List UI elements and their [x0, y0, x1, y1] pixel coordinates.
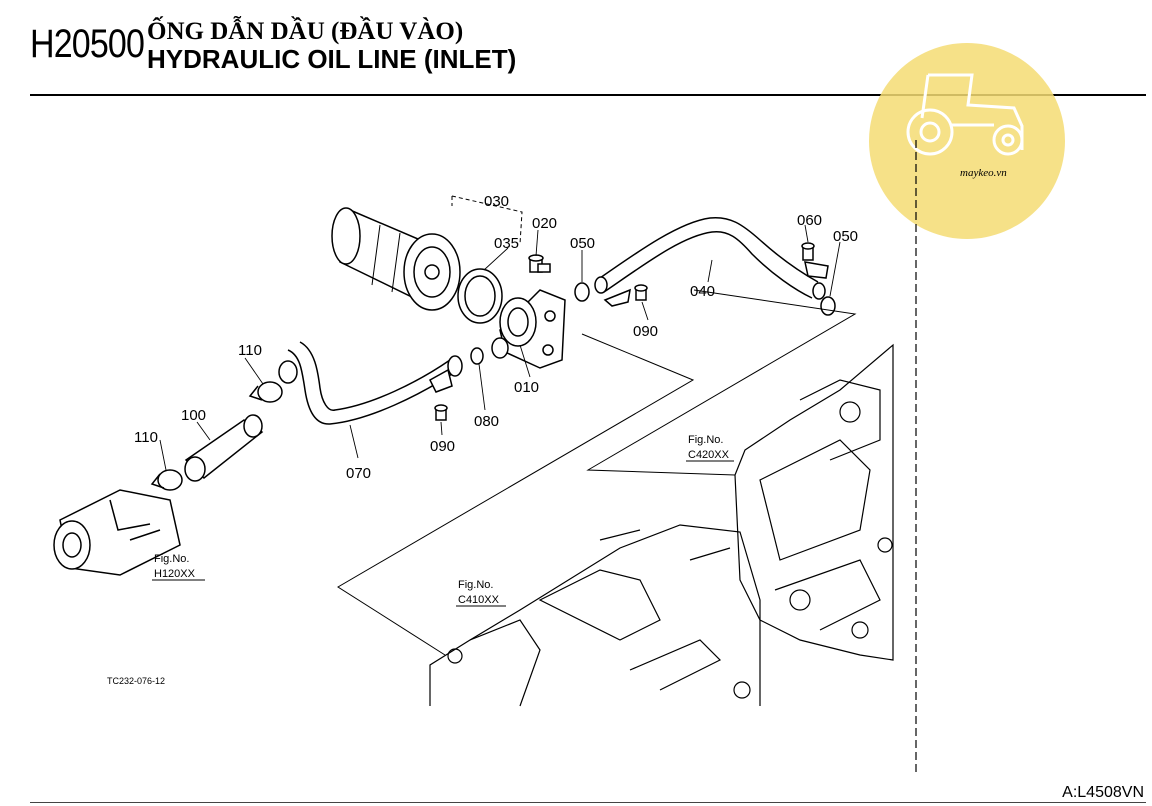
title-vietnamese: ỐNG DẪN DẦU (ĐẦU VÀO): [147, 18, 464, 45]
title-english: HYDRAULIC OIL LINE (INLET): [147, 44, 517, 74]
part-label-100: 100: [181, 407, 206, 424]
bolt-060: [801, 242, 815, 261]
transmission-case-c420: [734, 343, 894, 661]
part-label-035: 035: [494, 235, 519, 252]
logo-text: maykeo.vn: [960, 167, 1007, 179]
pipe-070: [278, 341, 463, 425]
part-label-110b: 110: [134, 429, 158, 446]
fig-ref-h120-code: H120XX: [154, 568, 196, 580]
part-label-020: 020: [532, 215, 557, 232]
o-ring-080: [470, 347, 484, 365]
bolt-020: [528, 254, 551, 273]
outline-lines: [337, 195, 857, 656]
part-label-030: 030: [484, 193, 509, 210]
o-ring-050b: [820, 296, 836, 316]
part-label-080: 080: [474, 413, 499, 430]
tractor-icon: [906, 73, 1024, 156]
fig-references: Fig.No. C420XX Fig.No. H120XX Fig.No. C4…: [152, 434, 734, 607]
drawing-number: A:L4508VN: [1062, 784, 1144, 801]
filter-head-010: [491, 289, 566, 369]
oil-filter-030: [331, 207, 461, 311]
illustration-code: TC232-076-12: [107, 676, 165, 686]
fig-ref-c420-label: Fig.No.: [688, 434, 723, 446]
fig-ref-h120-label: Fig.No.: [154, 553, 189, 565]
fig-ref-c420: Fig.No. C420XX: [686, 434, 734, 462]
pipe-040: [594, 216, 829, 307]
maykeo-logo: maykeo.vn: [869, 43, 1065, 239]
part-label-090b: 090: [430, 438, 455, 455]
fig-ref-c410: Fig.No. C410XX: [456, 579, 506, 607]
fig-ref-c420-code: C420XX: [688, 449, 730, 461]
gasket-035: [457, 268, 503, 324]
fig-ref-c410-label: Fig.No.: [458, 579, 493, 591]
part-label-050: 050: [570, 235, 595, 252]
fig-ref-h120: Fig.No. H120XX: [152, 553, 205, 581]
hydraulic-pump: [53, 489, 181, 576]
part-label-110a: 110: [238, 342, 262, 359]
label-leaders: [159, 224, 841, 471]
hose-clamp-110a: [248, 381, 283, 403]
hose-100: [184, 414, 264, 482]
part-labels: 030 020 035 050 060 050 040 090 110 010 …: [134, 193, 858, 482]
part-label-070: 070: [346, 465, 371, 482]
section-code: H20500: [30, 22, 145, 66]
hose-clamp-110b: [150, 469, 183, 491]
footer-rule: [30, 802, 1146, 803]
o-ring-050: [574, 282, 590, 302]
part-label-040: 040: [690, 283, 715, 300]
header-rule: [30, 94, 1146, 96]
part-label-090a: 090: [633, 323, 658, 340]
transmission-case-c410: [429, 524, 761, 707]
part-label-010: 010: [514, 379, 539, 396]
part-label-060: 060: [797, 212, 822, 229]
fig-ref-c410-code: C410XX: [458, 594, 500, 606]
bolt-090a: [634, 284, 648, 301]
bolt-090b: [434, 404, 448, 421]
part-label-050b: 050: [833, 228, 858, 245]
